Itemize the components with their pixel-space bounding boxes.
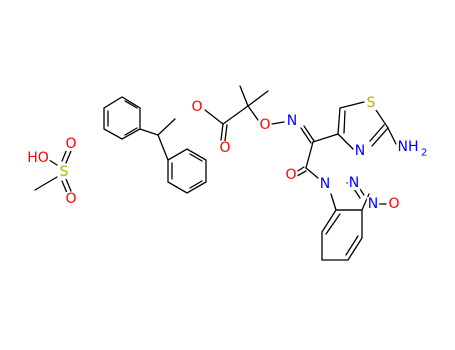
bond bbox=[369, 124, 385, 142]
atom-label-benzotriazole-n2: N bbox=[349, 175, 359, 191]
atom-label-o-sulfonyl-top: O bbox=[65, 136, 76, 152]
bond bbox=[345, 235, 359, 256]
bond bbox=[224, 124, 228, 142]
bond bbox=[387, 127, 397, 145]
atom-label-thiazole-sulfur: S bbox=[367, 95, 376, 111]
bond bbox=[124, 127, 138, 136]
atom-label-background bbox=[26, 151, 50, 165]
bond bbox=[312, 133, 339, 143]
atom-label-ho: HO bbox=[27, 150, 49, 166]
bond bbox=[361, 193, 370, 211]
bond bbox=[296, 170, 307, 177]
atom-label-background bbox=[396, 140, 420, 154]
atom-label-ester-oxygen: O bbox=[191, 99, 202, 115]
bond bbox=[353, 188, 361, 199]
atom-label-ketone-oxygen: O bbox=[285, 167, 296, 183]
atom-label-background bbox=[318, 177, 332, 191]
atom-label-background bbox=[284, 168, 298, 182]
phenyl-ring-lower bbox=[167, 148, 207, 194]
bond bbox=[339, 101, 365, 109]
atom-label-benzotriazole-n1: N bbox=[320, 176, 330, 192]
bond bbox=[371, 127, 389, 147]
atom-labels: HO S O O O O O N S N NH 2 O N N N O bbox=[26, 95, 427, 212]
aminothiazole-core bbox=[295, 101, 397, 179]
benzhydryl-group bbox=[103, 96, 207, 194]
atom-label-carbonyl-oxygen: O bbox=[219, 140, 230, 156]
bond bbox=[305, 167, 319, 179]
bond bbox=[325, 213, 341, 235]
bond bbox=[375, 109, 389, 129]
atom-label-background bbox=[58, 165, 70, 179]
bond bbox=[337, 107, 341, 135]
atom-label-amine: NH bbox=[398, 139, 419, 155]
bond bbox=[34, 176, 58, 191]
bond bbox=[330, 193, 337, 211]
ester-oxime-chain bbox=[204, 85, 315, 144]
atom-label-thiazole-nitrogen: N bbox=[355, 143, 365, 159]
atom-label-background bbox=[218, 141, 232, 155]
atom-label-amine-subscript: 2 bbox=[421, 148, 427, 159]
bond bbox=[247, 90, 269, 107]
atom-label-background bbox=[285, 114, 299, 128]
atom-label-background bbox=[64, 192, 78, 206]
atom-label-n-oxide-oxygen: O bbox=[388, 196, 399, 212]
bond bbox=[222, 105, 249, 125]
bond bbox=[343, 110, 346, 134]
atom-label-oxime-oxygen: O bbox=[259, 117, 270, 133]
atom-label-background bbox=[347, 176, 361, 190]
bond bbox=[61, 180, 68, 194]
bond bbox=[247, 105, 259, 121]
phenyl-ring-upper bbox=[103, 96, 141, 140]
bond bbox=[337, 133, 354, 150]
bond bbox=[157, 118, 176, 136]
bond bbox=[189, 180, 203, 189]
atom-label-s-sulfonate: S bbox=[60, 164, 69, 180]
benzotriazole-n-oxide bbox=[321, 182, 387, 261]
bond bbox=[271, 121, 285, 125]
atom-label-background bbox=[258, 118, 272, 132]
atom-label-benzotriazole-n3: N bbox=[368, 196, 378, 212]
bond bbox=[303, 125, 315, 142]
bond bbox=[189, 153, 203, 162]
atom-label-background bbox=[190, 100, 204, 114]
bond bbox=[220, 123, 224, 141]
bond bbox=[157, 134, 169, 161]
bond bbox=[239, 85, 249, 107]
bond bbox=[300, 127, 312, 144]
atom-label-background bbox=[387, 197, 401, 211]
benzo-ring bbox=[321, 209, 363, 261]
bond bbox=[65, 150, 72, 164]
atom-label-background bbox=[64, 137, 78, 151]
atom-label-o-sulfonyl-bottom: O bbox=[65, 191, 76, 207]
bond bbox=[65, 178, 72, 192]
bond bbox=[139, 128, 159, 136]
bond bbox=[124, 100, 138, 109]
bond bbox=[305, 141, 314, 169]
bond bbox=[204, 109, 224, 125]
atom-label-oxime-nitrogen: N bbox=[287, 113, 297, 129]
atom-label-background bbox=[365, 96, 377, 110]
atom-label-background bbox=[366, 197, 380, 211]
atom-label-background bbox=[353, 144, 367, 158]
